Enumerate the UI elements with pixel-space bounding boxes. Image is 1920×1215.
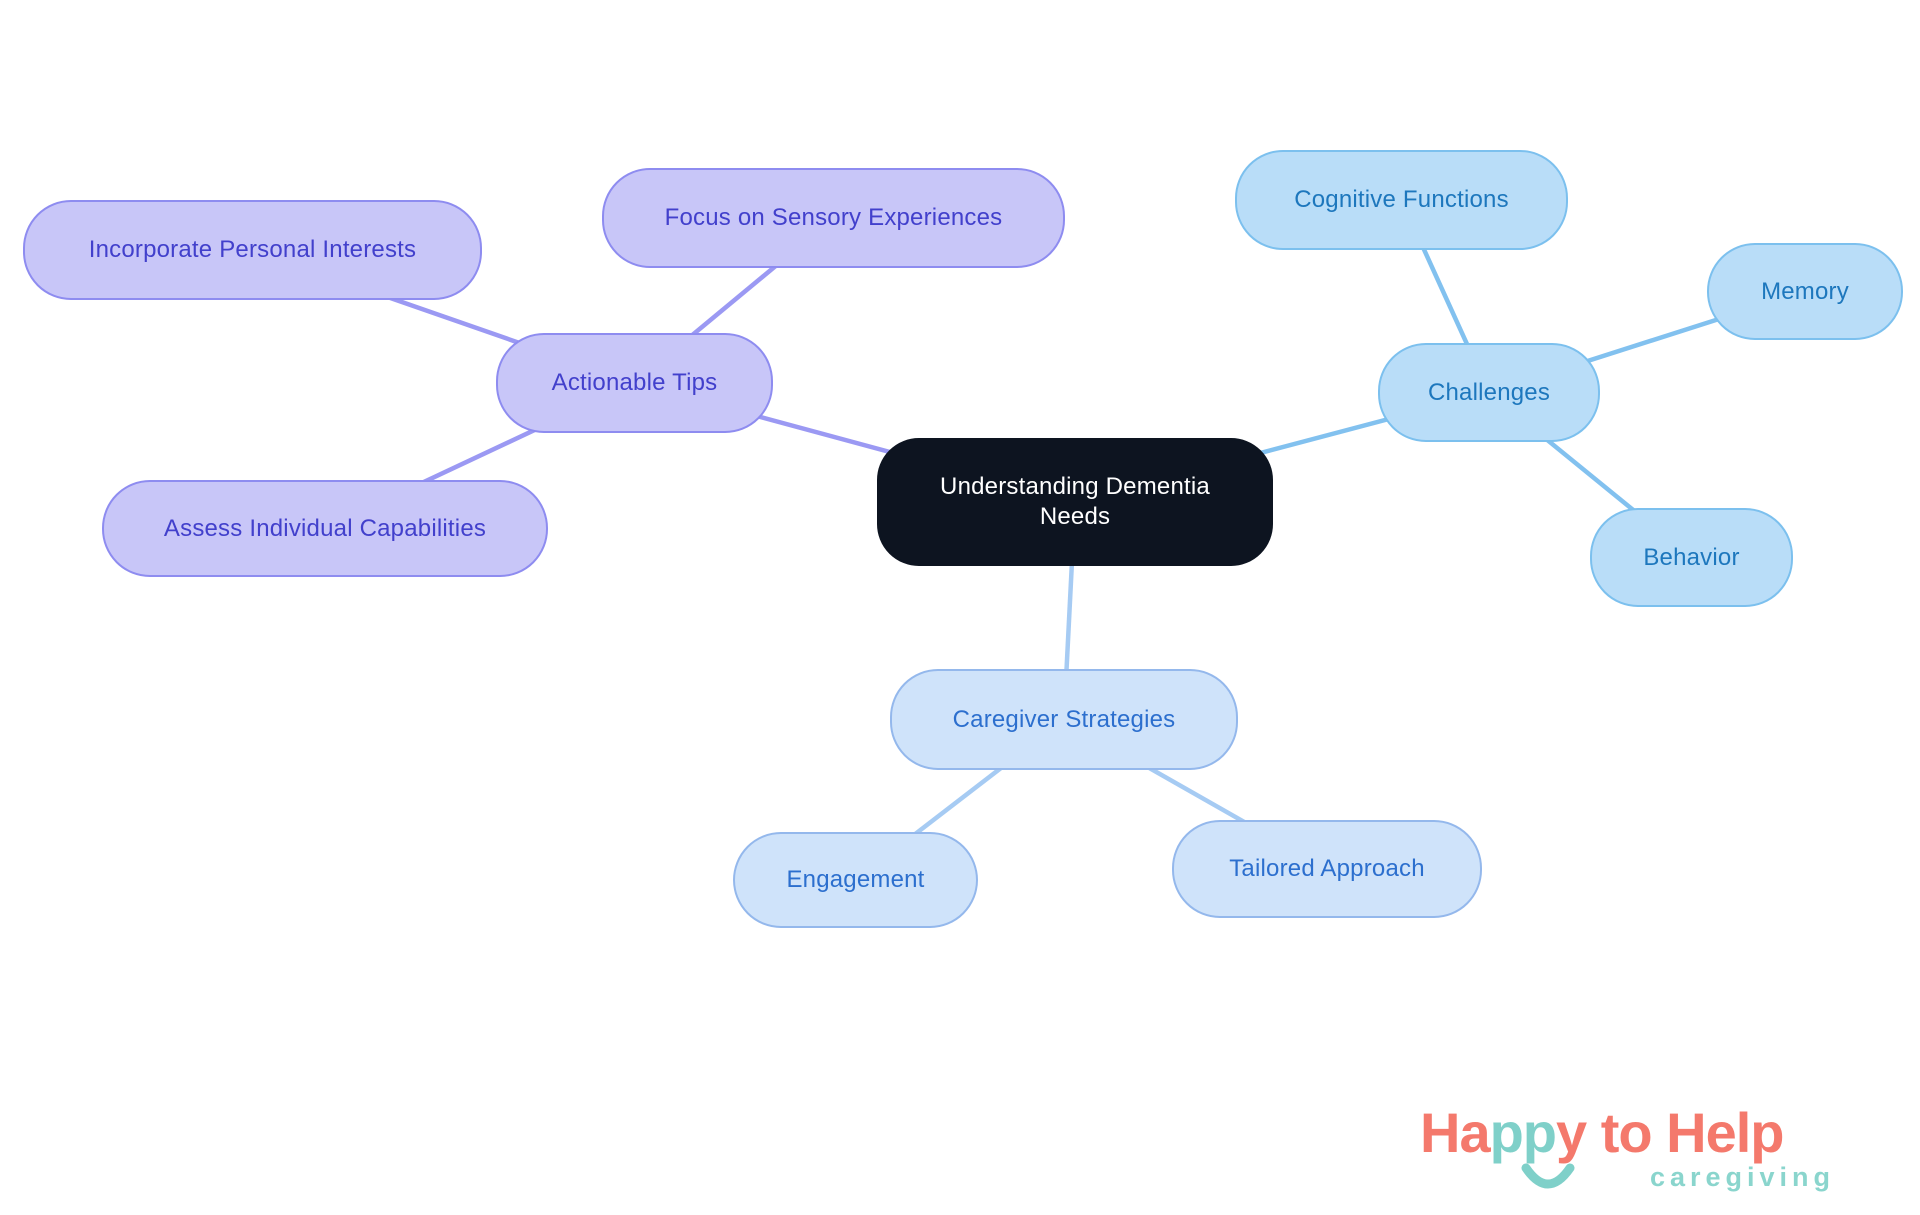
node-memory: Memory (1707, 243, 1903, 340)
node-caregiver-strategies: Caregiver Strategies (890, 669, 1238, 770)
node-actionable-tips: Actionable Tips (496, 333, 773, 433)
logo-text-help: Help (1666, 1101, 1784, 1164)
logo-text-pp: pp (1489, 1101, 1557, 1164)
node-assess-individual-capabilities: Assess Individual Capabilities (102, 480, 548, 577)
node-behavior: Behavior (1590, 508, 1793, 607)
node-incorporate-personal-interests: Incorporate Personal Interests (23, 200, 482, 300)
node-understanding-dementia-needs: Understanding Dementia Needs (877, 438, 1273, 566)
logo-subtitle: caregiving (1649, 1162, 1835, 1192)
logo-text-to: to (1586, 1101, 1667, 1164)
node-cognitive-functions: Cognitive Functions (1235, 150, 1568, 250)
node-focus-on-sensory-experiences: Focus on Sensory Experiences (602, 168, 1065, 268)
node-engagement: Engagement (733, 832, 978, 928)
happy-to-help-logo: Happy to Help caregiving (1420, 1100, 1890, 1210)
node-tailored-approach: Tailored Approach (1172, 820, 1482, 918)
logo-text-y: y (1556, 1101, 1587, 1164)
logo-text-ha: Ha (1420, 1101, 1491, 1164)
node-challenges: Challenges (1378, 343, 1600, 442)
smile-icon (1521, 1163, 1575, 1189)
logo-wordmark: Happy to Help (1420, 1100, 1880, 1165)
